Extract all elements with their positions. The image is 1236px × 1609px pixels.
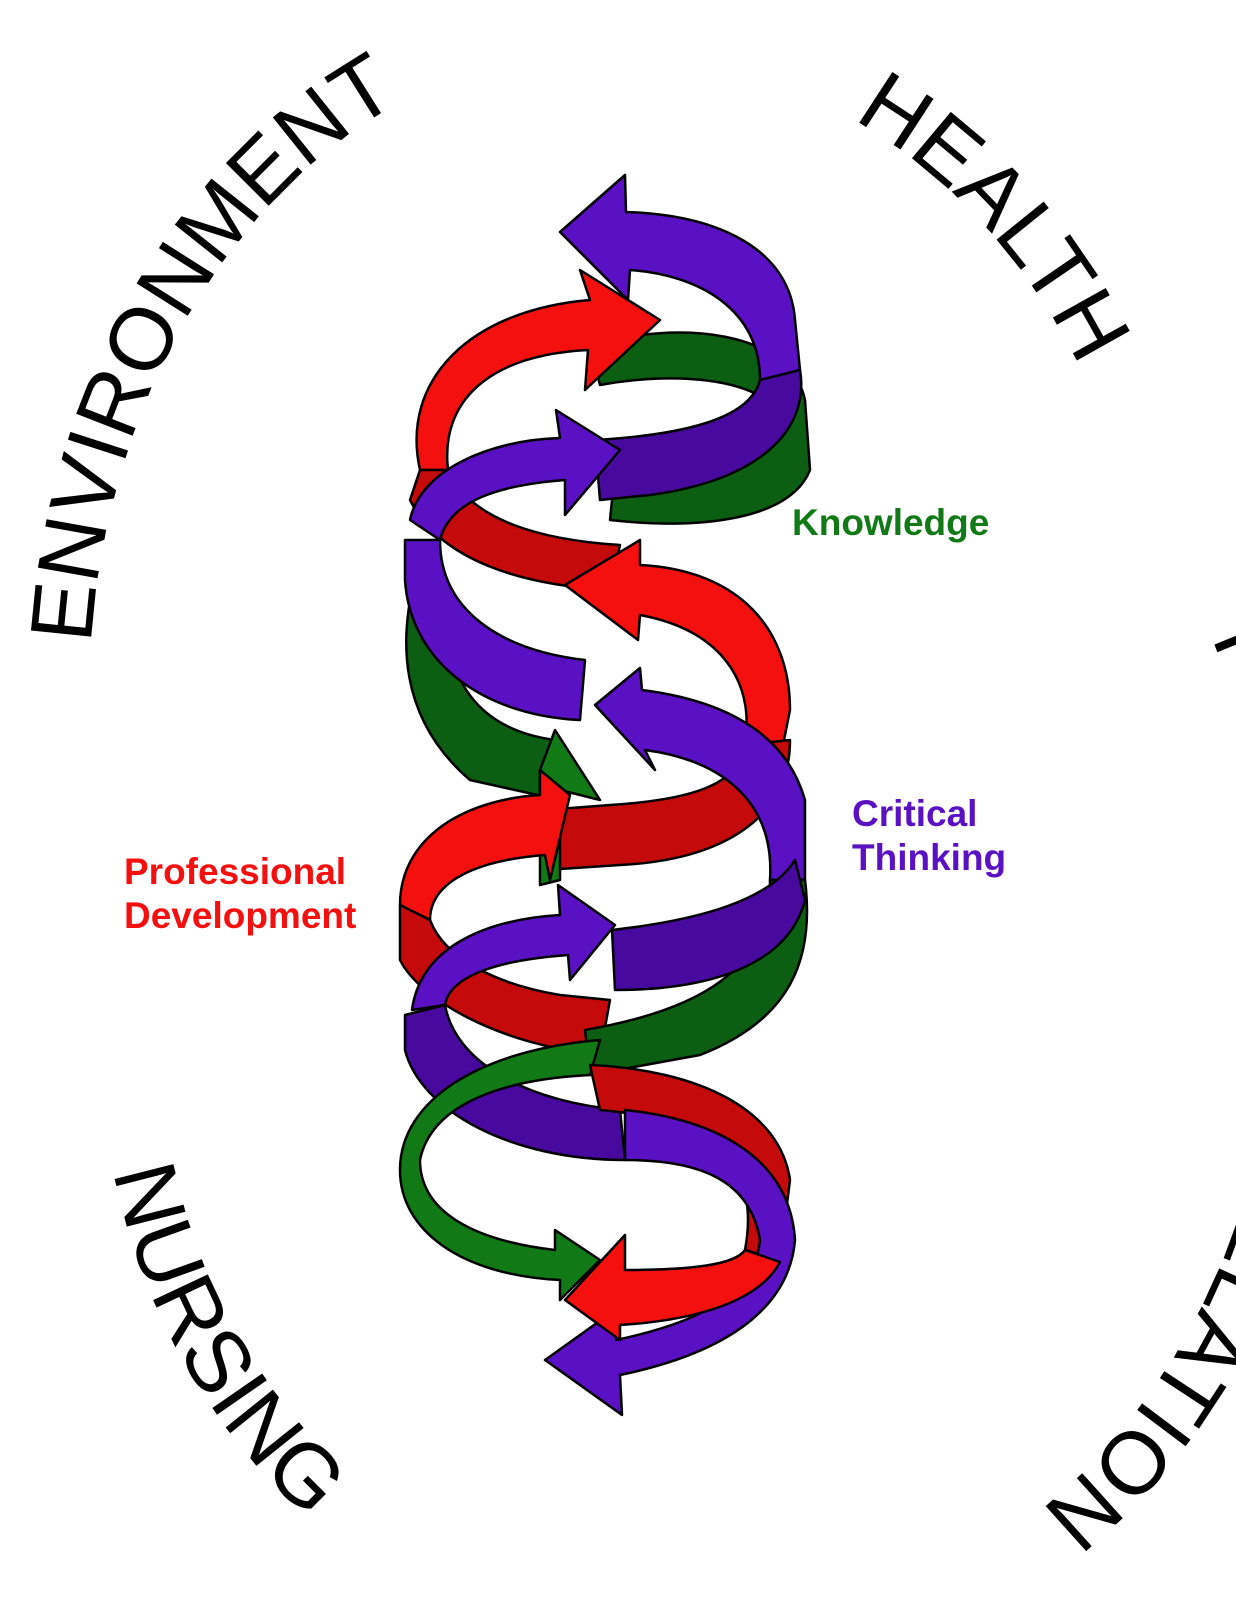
critical-thinking-label-line2: Thinking (852, 836, 1006, 880)
environment-ring-label: ENVIRONMENT (11, 33, 411, 645)
professional-development-strand-segment (400, 770, 570, 920)
professional-development-label-line2: Development (124, 894, 356, 938)
critical-thinking-label-line1: Critical (852, 792, 1006, 836)
professional-development-label: Professional Development (124, 850, 356, 938)
triple-helix (400, 175, 810, 1415)
person-in-relation-ring-label: PERSON-IN-RELATION (1028, 608, 1236, 1571)
knowledge-label-line1: Knowledge (792, 501, 989, 545)
professional-development-label-line1: Professional (124, 850, 356, 894)
nursing-ring-label: NURSING (94, 1152, 365, 1533)
critical-thinking-label: Critical Thinking (852, 792, 1006, 880)
health-ring-label: HEALTH (843, 52, 1150, 376)
knowledge-label: Knowledge (792, 501, 989, 545)
